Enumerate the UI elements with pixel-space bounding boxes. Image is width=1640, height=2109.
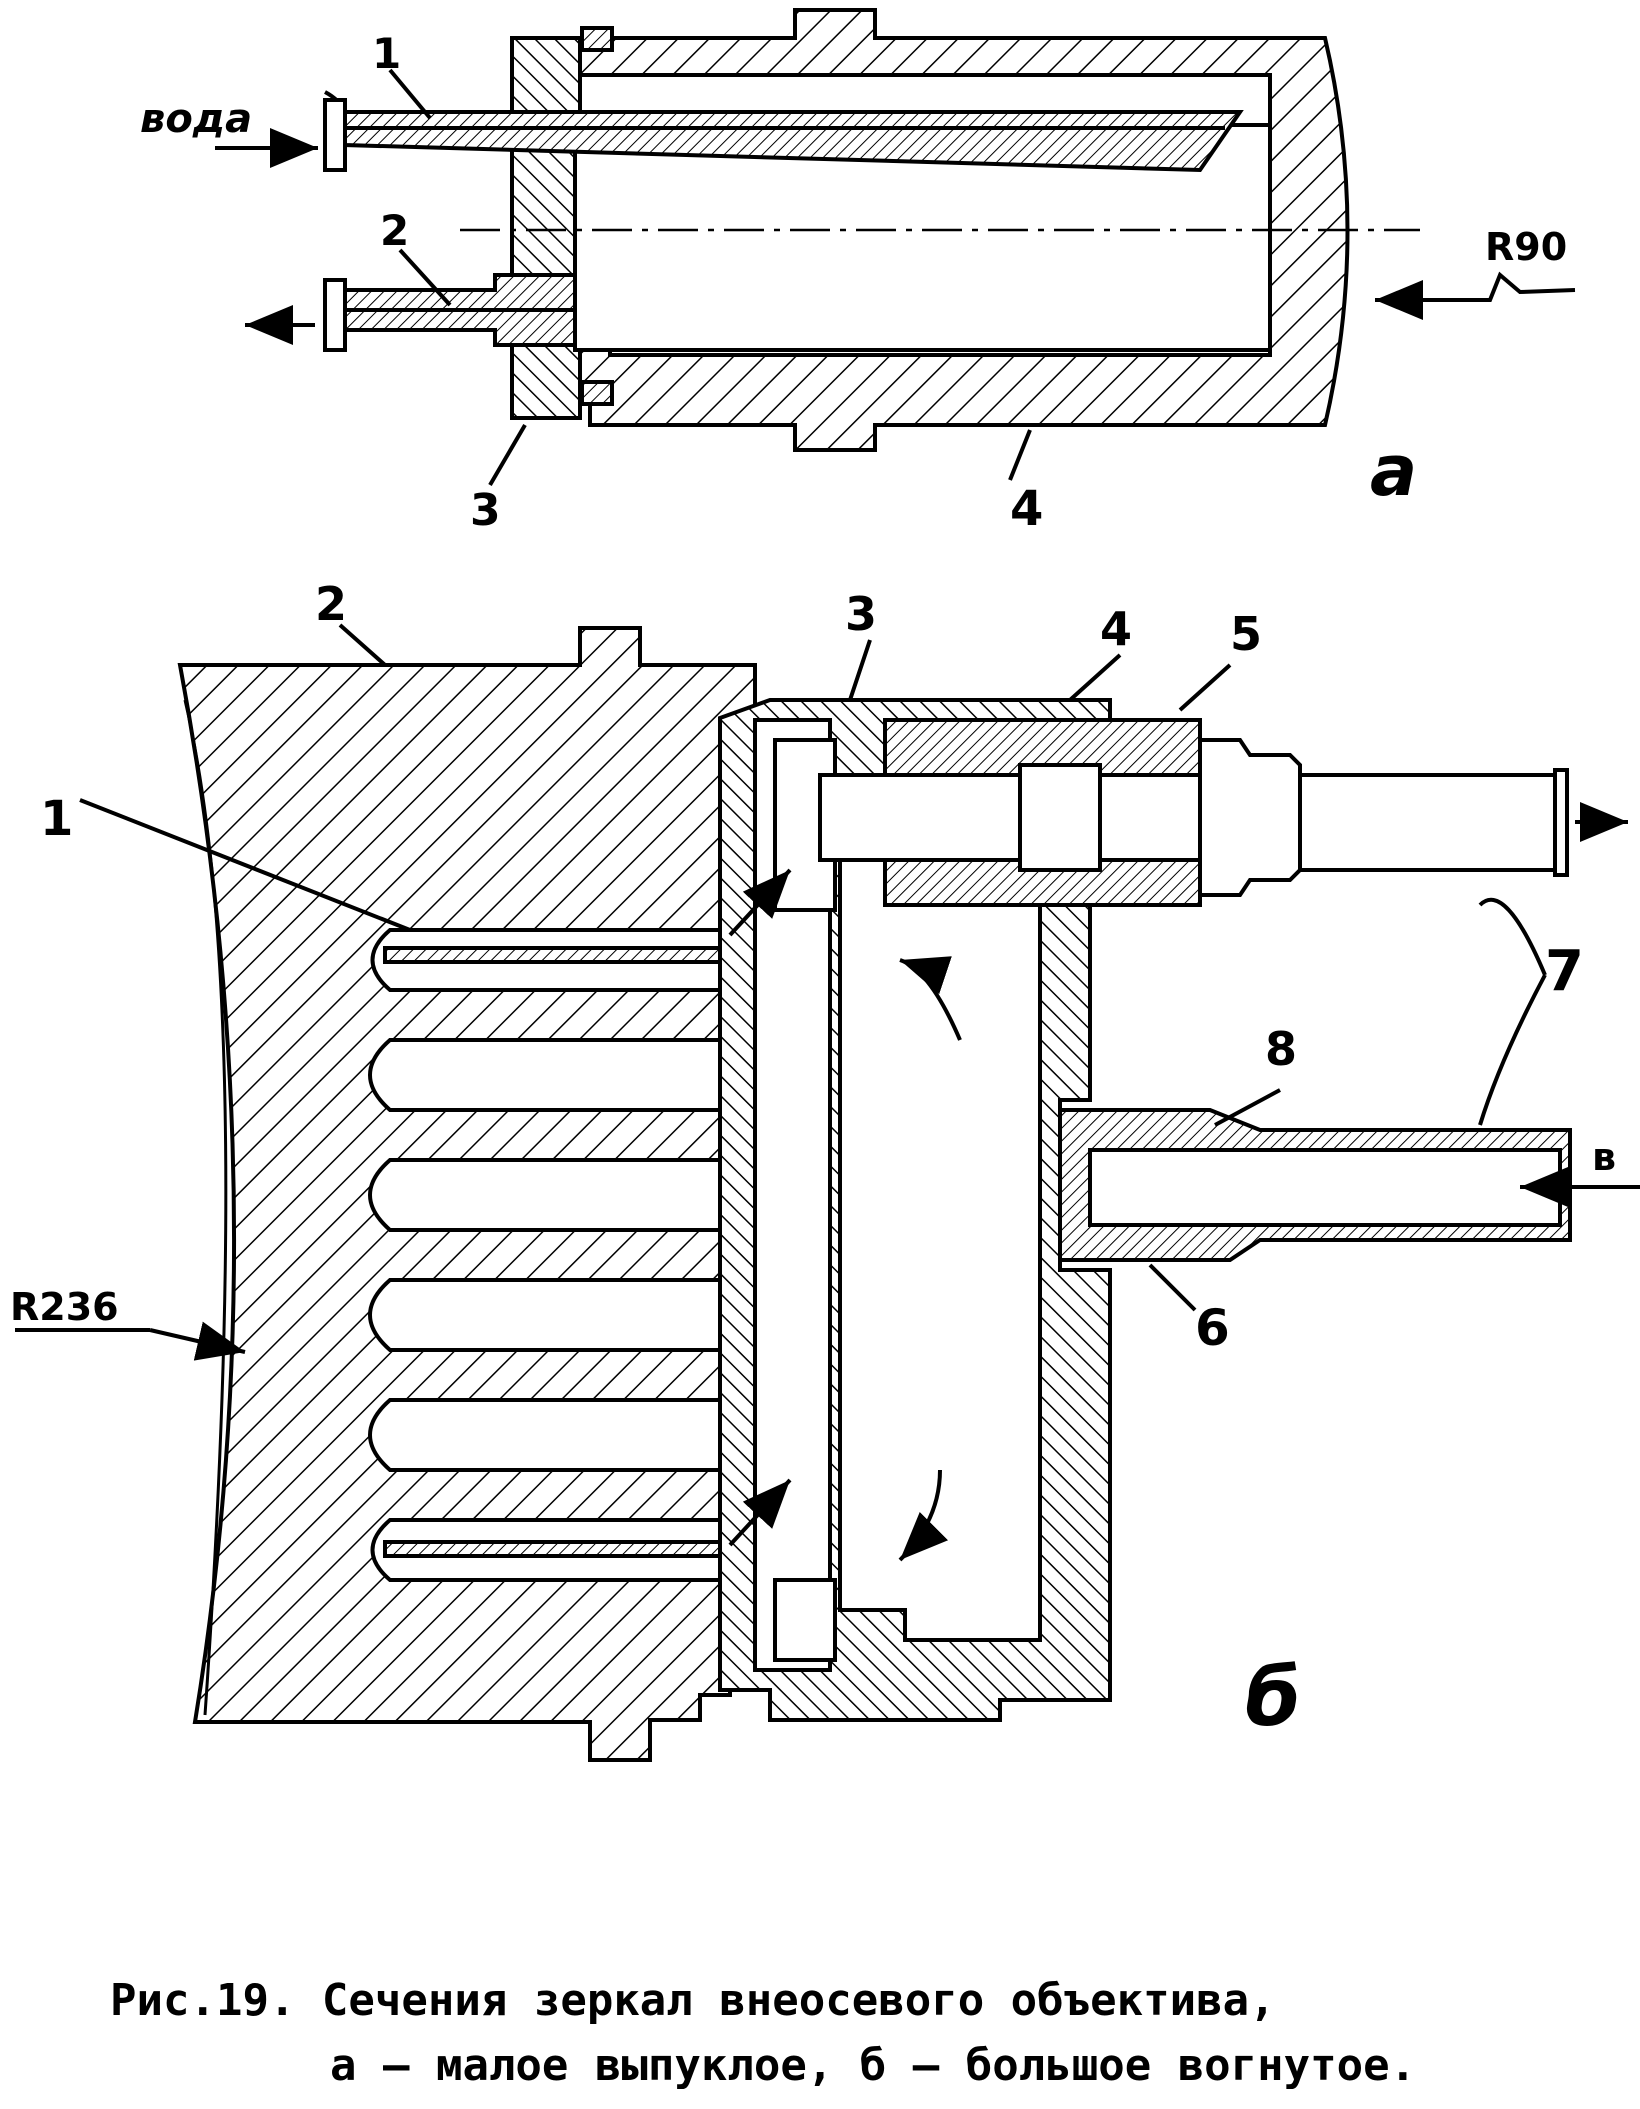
label-b-5: 5 [1230, 607, 1262, 661]
figure-b [15, 623, 1640, 1762]
figure-a [215, 8, 1576, 487]
label-a-1: 1 [372, 29, 401, 78]
label-panel-a: а [1370, 430, 1417, 512]
label-b-radius: R236 [10, 1285, 119, 1329]
label-a-radius: R90 [1485, 225, 1567, 269]
label-a-4: 4 [1010, 481, 1043, 537]
label-water-b: в [1592, 1135, 1616, 1179]
label-b-4: 4 [1100, 602, 1132, 656]
label-b-6: 6 [1195, 1299, 1230, 1357]
mirror-sections-drawing: вода 1 2 3 4 R90 а [10, 8, 1640, 1762]
end-cap-3 [510, 36, 582, 420]
label-b-8: 8 [1265, 1022, 1297, 1076]
label-b-3: 3 [845, 587, 877, 641]
label-water-a: вода [140, 96, 252, 142]
label-b-1: 1 [40, 791, 73, 847]
caption-line-1: Рис.19. Сечения зеркал внеосевого объект… [110, 1975, 1276, 2026]
label-b-7: 7 [1545, 939, 1584, 1004]
label-panel-b: б [1245, 1651, 1301, 1744]
caption-line-2: а — малое выпуклое, б — большое вогнутое… [330, 2040, 1417, 2091]
label-a-3: 3 [470, 485, 501, 536]
outlet-tube-7 [1298, 773, 1562, 872]
label-b-2: 2 [315, 577, 347, 631]
label-a-2: 2 [380, 206, 409, 255]
collector-chamber [838, 848, 1042, 1642]
